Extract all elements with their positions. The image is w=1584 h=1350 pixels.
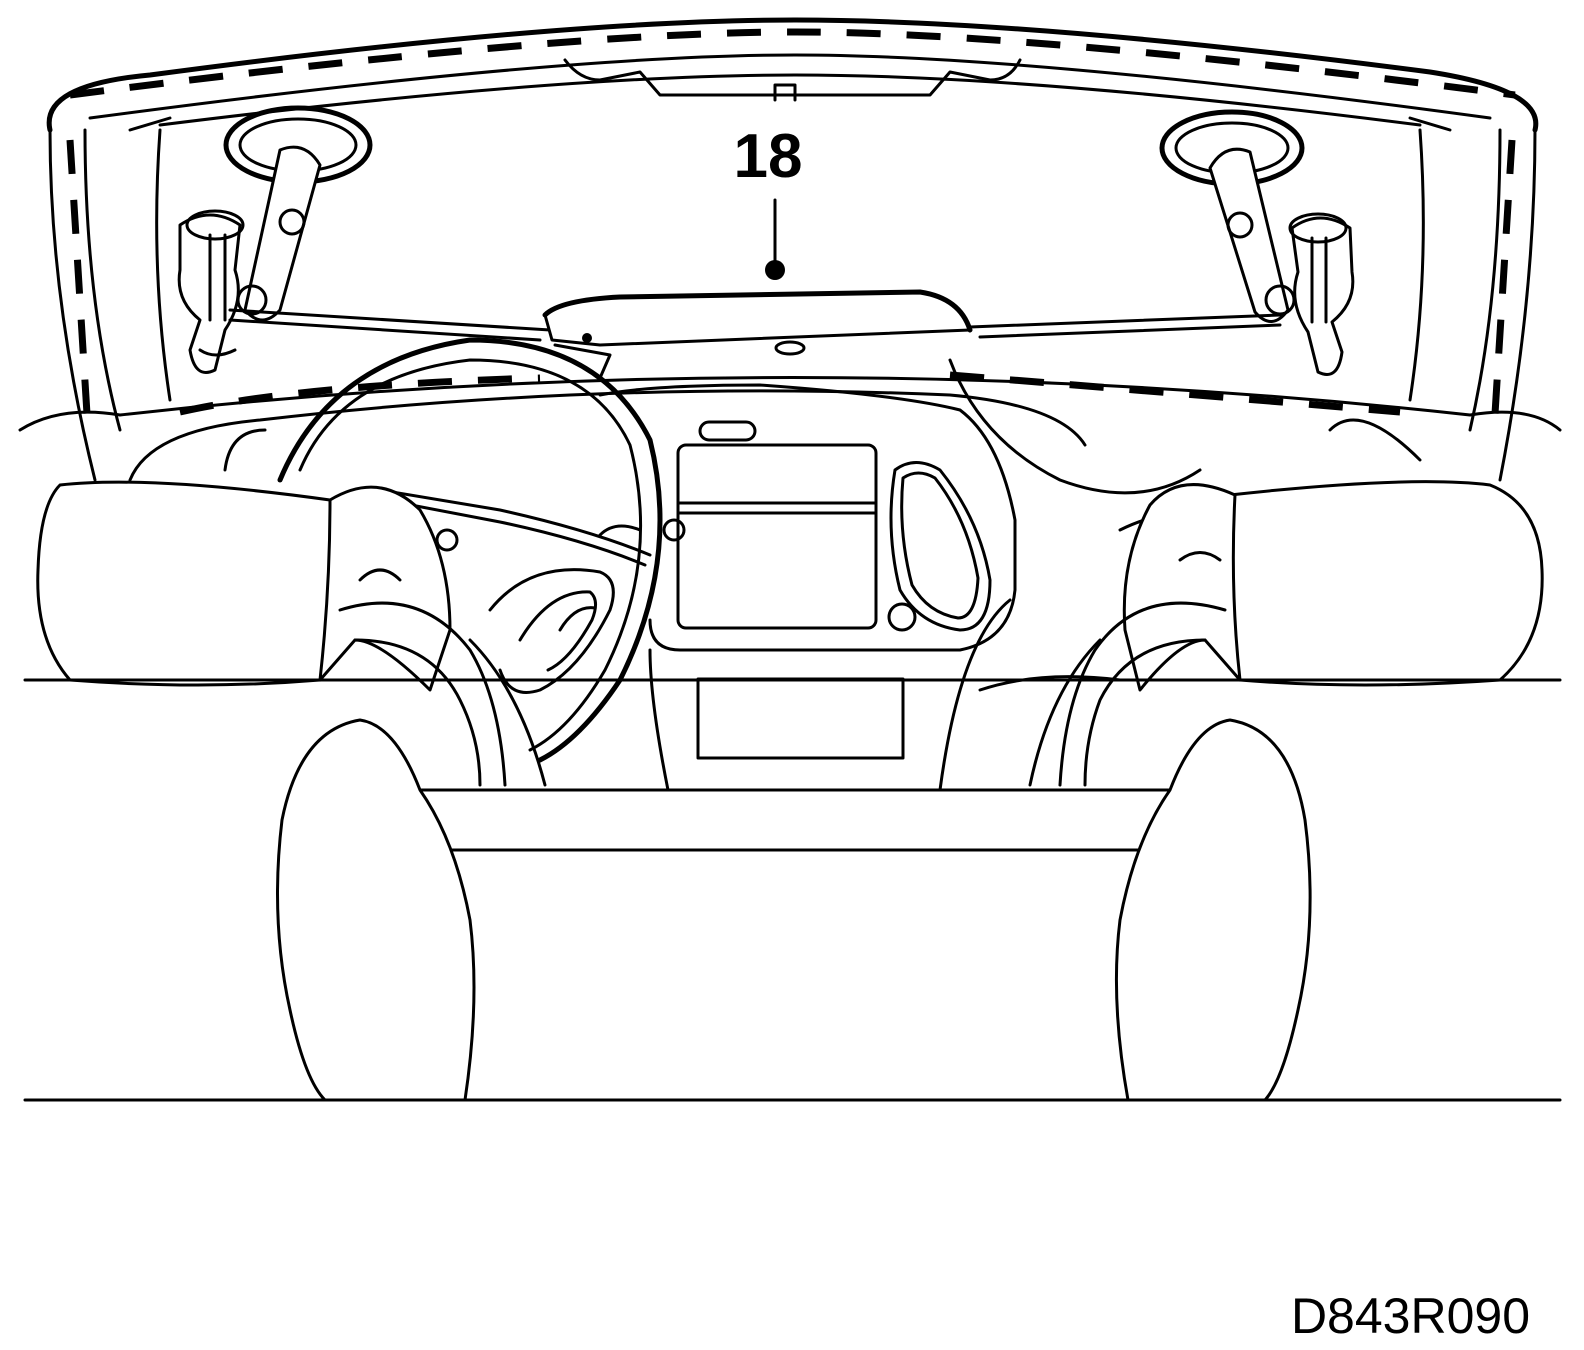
dashboard <box>128 358 1422 792</box>
steering-wheel <box>223 337 686 763</box>
cowl-panel-area <box>179 289 1401 416</box>
open-hood <box>18 17 1562 482</box>
left-front-seat <box>36 480 547 787</box>
reference-code: D843R090 <box>1290 1288 1530 1344</box>
left-hood-hinge <box>177 105 373 374</box>
rear-seats <box>276 718 1312 1102</box>
right-front-seat <box>1028 480 1544 787</box>
callout-leader <box>765 198 785 280</box>
callout-label: 18 <box>733 122 803 191</box>
right-hood-hinge <box>1159 109 1355 376</box>
